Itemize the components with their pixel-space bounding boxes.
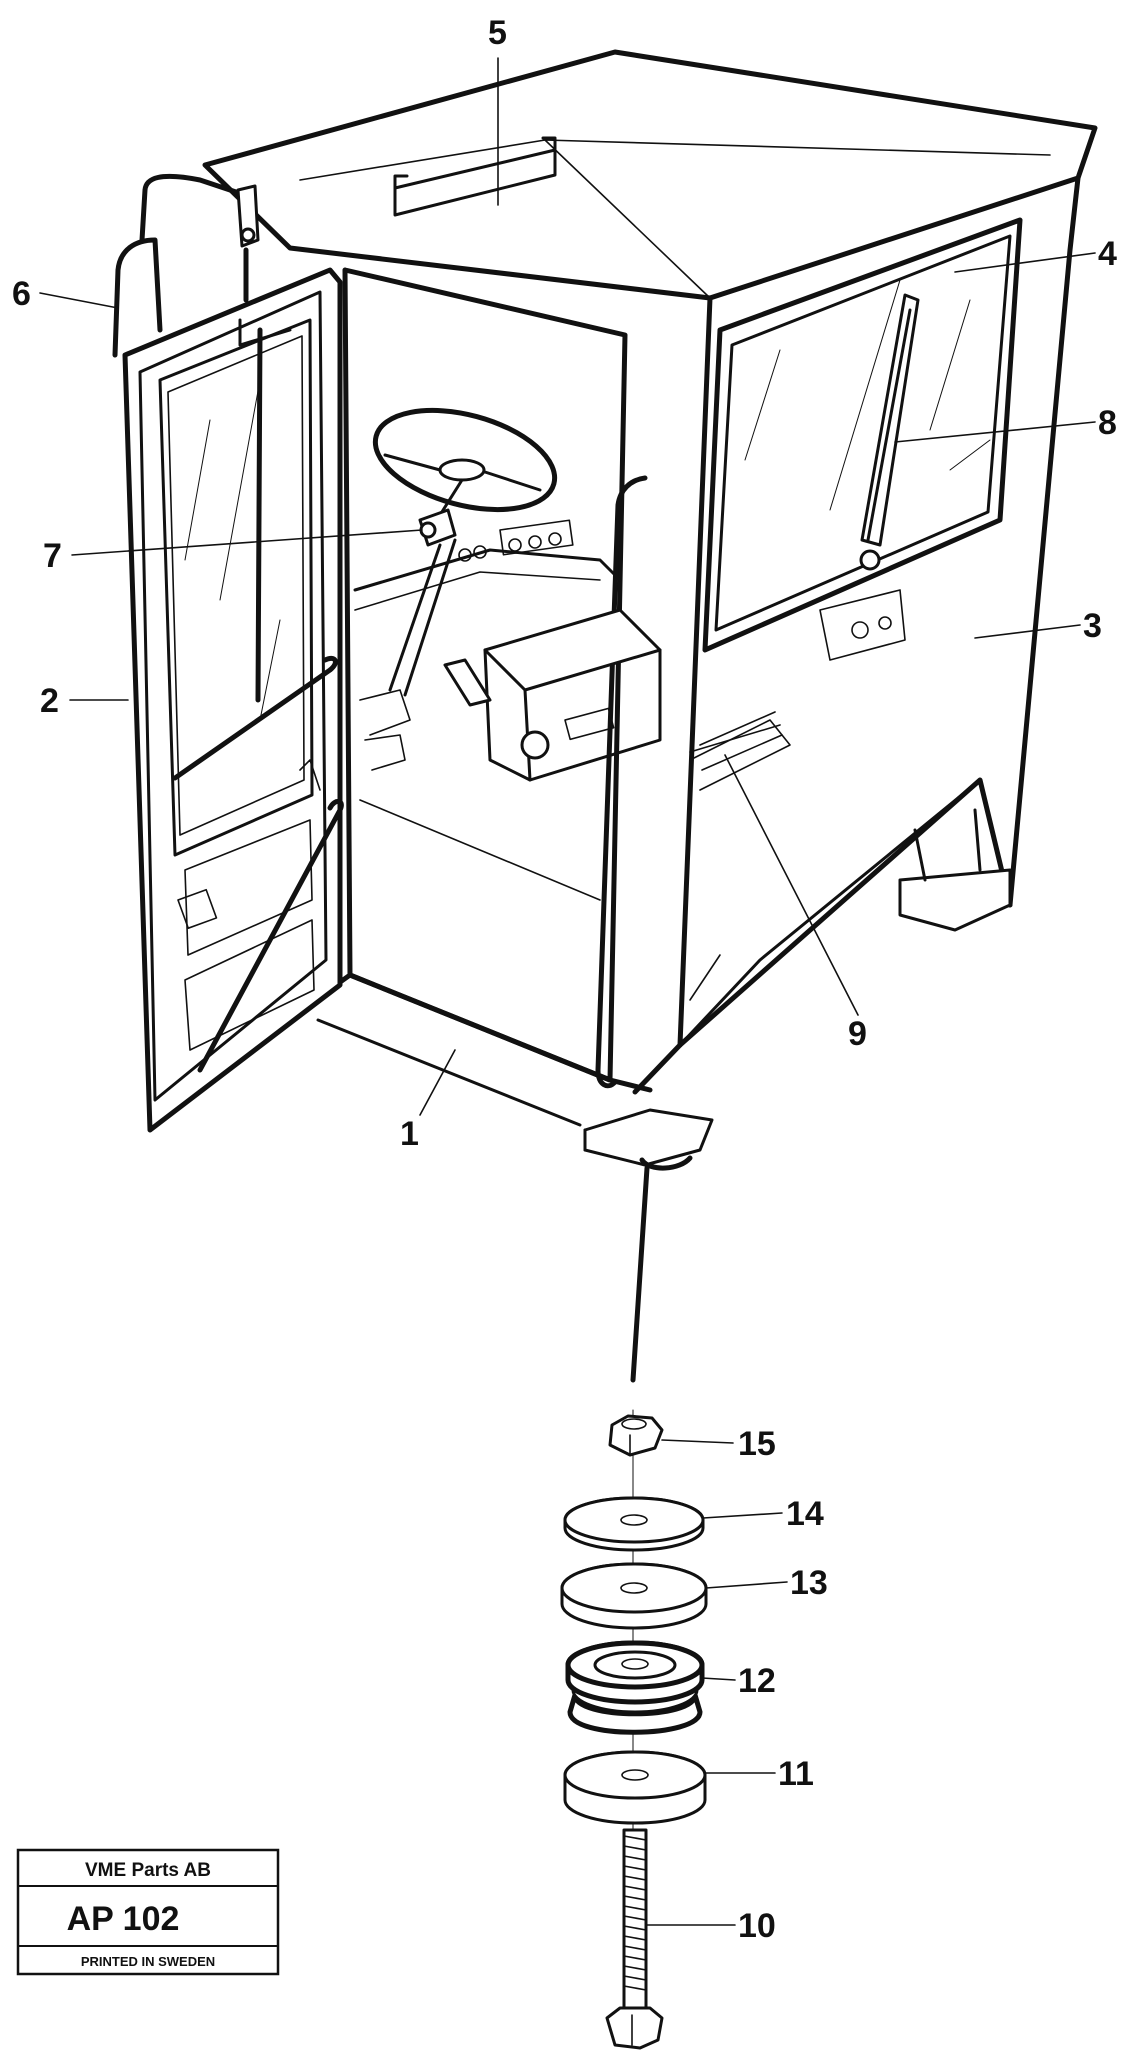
drawing-code: AP 102 — [67, 1900, 180, 1938]
callout-8: 8 — [1098, 404, 1117, 442]
title-block: VME Parts AB AP 102 PRINTED IN SWEDEN — [16, 1848, 280, 1976]
printed-in-note: PRINTED IN SWEDEN — [81, 1954, 215, 1969]
callout-14: 14 — [786, 1495, 824, 1533]
rubber-mount — [565, 1640, 705, 1735]
operator-seat — [443, 608, 662, 782]
bolt — [605, 1828, 664, 2050]
callout-7: 7 — [43, 537, 62, 575]
washer-13 — [560, 1562, 708, 1630]
heater-vent — [689, 711, 791, 791]
callout-4: 4 — [1098, 235, 1117, 273]
cab-body — [202, 49, 1098, 1171]
wiper-blade — [859, 293, 920, 571]
callout-10: 10 — [738, 1907, 776, 1945]
washer-14 — [563, 1496, 705, 1552]
callout-13: 13 — [790, 1564, 828, 1602]
mount-axis-line — [630, 1165, 650, 1383]
callout-3: 3 — [1083, 607, 1102, 645]
callout-15: 15 — [738, 1425, 776, 1463]
callout-labels: 5 6 4 8 7 2 3 9 1 15 14 13 12 11 10 — [12, 14, 1117, 1945]
company-name: VME Parts AB — [85, 1860, 211, 1881]
grab-handle-right — [595, 475, 648, 1089]
callout-9: 9 — [848, 1015, 867, 1053]
steering-column-switch — [388, 508, 457, 697]
mirror-arm — [139, 173, 248, 243]
callout-6: 6 — [12, 275, 31, 313]
door-outer-handle — [112, 237, 163, 358]
door-panel — [122, 267, 343, 1133]
callout-2: 2 — [40, 682, 59, 720]
callout-5: 5 — [488, 14, 507, 52]
cab-roof — [202, 49, 1098, 301]
leader-lines — [39, 57, 1096, 1926]
cab-mount-right — [898, 868, 1012, 932]
cab-mount-front — [583, 1108, 714, 1167]
cab-side-window — [702, 217, 1023, 653]
steering-wheel — [372, 407, 558, 517]
callout-1: 1 — [400, 1115, 419, 1153]
callout-11: 11 — [778, 1755, 814, 1793]
callout-12: 12 — [738, 1662, 776, 1700]
cab-door — [112, 173, 344, 1133]
washer-11 — [563, 1750, 707, 1825]
nut — [608, 1414, 664, 1457]
roof-hatch — [393, 148, 557, 217]
